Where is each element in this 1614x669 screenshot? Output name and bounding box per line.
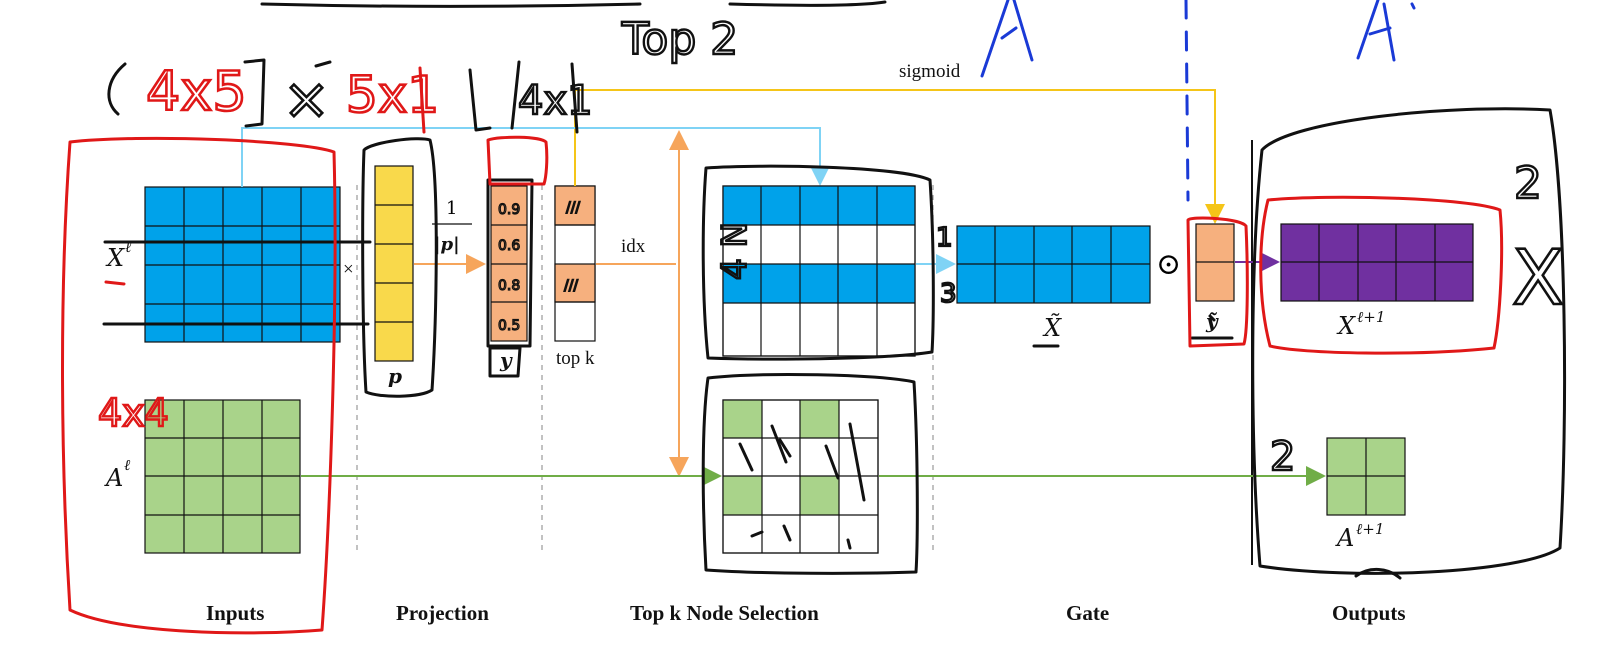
hand-topk-mark-2: /// [564,278,578,294]
hand-4x5: 4x5 [146,60,247,123]
a-next-label: A [1335,524,1354,552]
odot-symbol: ⊙ [1156,247,1181,282]
hand-blue-marks [980,0,1416,202]
hand-y-val-3: 0.8 [498,278,520,294]
hand-out-2: 2 [1514,158,1542,209]
x-next-matrix [1280,223,1474,302]
x-l-superscript: ℓ [125,238,131,256]
top-k-label: top k [556,348,595,369]
hand-out-2b: 2 [1270,434,1295,480]
top-crop-stroke-2 [728,0,887,7]
x-l-matrix [144,186,341,343]
x-tilde-label: X̃ [1042,314,1062,342]
p-label: p [388,364,402,388]
times-symbol: × [343,259,354,280]
x-tilde-matrix [956,225,1151,304]
stage-inputs: Inputs [206,601,264,625]
handwritten-brackets [102,58,1567,575]
hand-red-outlines [61,66,1504,635]
x-next-label: X [1336,312,1356,340]
sigmoid-label: sigmoid [899,61,961,82]
a-next-matrix [1326,437,1406,516]
selected-x-matrix [722,185,916,357]
y-tilde-label: ỹ [1205,309,1219,333]
y-tilde-vector [1195,223,1235,302]
hand-y-val-1: 0.9 [498,202,520,218]
stage-gate: Gate [1066,601,1109,625]
hand-out-stroke [1354,568,1402,580]
y-label: y [499,348,513,372]
stage-topk: Top k Node Selection [630,601,819,625]
a-l-matrix [144,399,301,554]
feature-arrow [241,127,830,187]
fraction-denominator: |p| [434,234,460,255]
hand-out-x: X [1512,233,1564,322]
hand-topk-mark-1: /// [566,200,580,216]
x-next-superscript: ℓ+1 [1357,308,1385,326]
a-next-superscript: ℓ+1 [1356,520,1384,538]
hand-5x1: 5x1 [346,66,439,124]
a-l-label: A [104,464,123,492]
topk-vector [554,185,596,342]
stage-projection: Projection [396,601,489,625]
hand-4x1: 4x1 [518,78,593,124]
y-vector [490,185,528,342]
sigmoid-arrow [574,89,1225,224]
idx-label: idx [621,236,646,257]
x-l-label: X [105,244,125,272]
hand-4x4: 4x4 [98,391,169,435]
hand-adjacency-scribbles [738,422,866,550]
stage-outputs: Outputs [1332,601,1406,625]
top-crop-stroke [260,2,642,8]
hand-top2: Top 2 [621,14,738,65]
hand-row-1: 1 [936,223,953,253]
p-vector [374,165,414,362]
hand-4n: 4 N [715,222,755,280]
a-l-superscript: ℓ [124,456,130,474]
hand-x-symbol: × [283,67,330,132]
fraction-numerator: 1 [446,198,457,219]
selected-a-matrix [722,399,879,554]
hand-y-val-4: 0.5 [498,318,520,334]
hand-y-val-2: 0.6 [498,238,520,254]
hand-row-3: 3 [940,279,957,309]
